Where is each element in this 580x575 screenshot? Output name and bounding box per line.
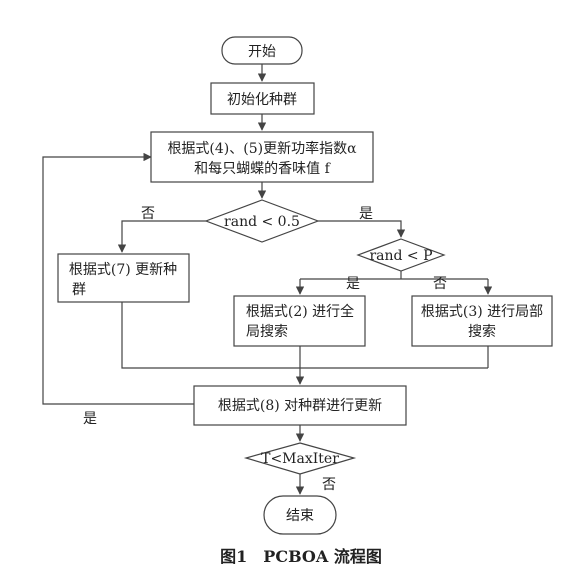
global-search-line1: 根据式(2) 进行全 — [246, 303, 354, 320]
global-search-box: 根据式(2) 进行全 局搜索 — [233, 295, 366, 347]
local-search-line2: 搜索 — [468, 323, 496, 340]
rand-decision-label: rand < 0.5 — [224, 214, 300, 230]
rand-no-label: 否 — [141, 206, 155, 222]
iter-no-label: 否 — [322, 477, 336, 493]
figure-caption: 图1 PCBOA 流程图 — [220, 547, 382, 566]
arrow-decision-no — [117, 220, 206, 253]
update-population-line1: 根据式(7) 更新种 — [69, 262, 177, 278]
iter-decision: T<MaxIter — [243, 442, 357, 475]
global-search-line2: 局搜索 — [246, 323, 288, 340]
update-eq8-box: 根据式(8) 对种群进行更新 — [193, 385, 407, 426]
init-population-label: 初始化种群 — [227, 91, 297, 108]
p-yes-label: 是 — [346, 276, 360, 292]
update-eq8-label: 根据式(8) 对种群进行更新 — [218, 398, 382, 414]
end-node: 结束 — [263, 495, 337, 535]
local-search-line1: 根据式(3) 进行局部 — [421, 304, 543, 320]
start-label: 开始 — [248, 44, 276, 60]
start-node: 开始 — [221, 36, 303, 65]
update-power-line2: 和每只蝴蝶的香味值 f — [194, 161, 331, 177]
p-decision-label: rand < P — [369, 248, 432, 264]
end-label: 结束 — [286, 508, 314, 524]
rand-decision: rand < 0.5 — [204, 199, 320, 243]
init-population-box: 初始化种群 — [210, 82, 315, 115]
p-no-label: 否 — [433, 276, 447, 292]
local-search-box: 根据式(3) 进行局部 搜索 — [411, 295, 553, 347]
p-decision: rand < P — [356, 238, 446, 272]
arrow-decision-yes — [318, 220, 406, 238]
update-power-line1: 根据式(4)、(5)更新功率指数α — [167, 140, 357, 157]
iter-decision-label: T<MaxIter — [261, 451, 339, 467]
iter-yes-label: 是 — [83, 411, 97, 427]
update-population-line2: 群 — [72, 282, 86, 298]
line-merge — [121, 302, 488, 369]
rand-yes-label: 是 — [359, 206, 373, 222]
update-power-box: 根据式(4)、(5)更新功率指数α 和每只蝴蝶的香味值 f — [150, 131, 374, 183]
update-population-box: 根据式(7) 更新种 群 — [57, 253, 190, 303]
connectors — [42, 64, 493, 495]
arrow-loop-back — [42, 152, 194, 405]
